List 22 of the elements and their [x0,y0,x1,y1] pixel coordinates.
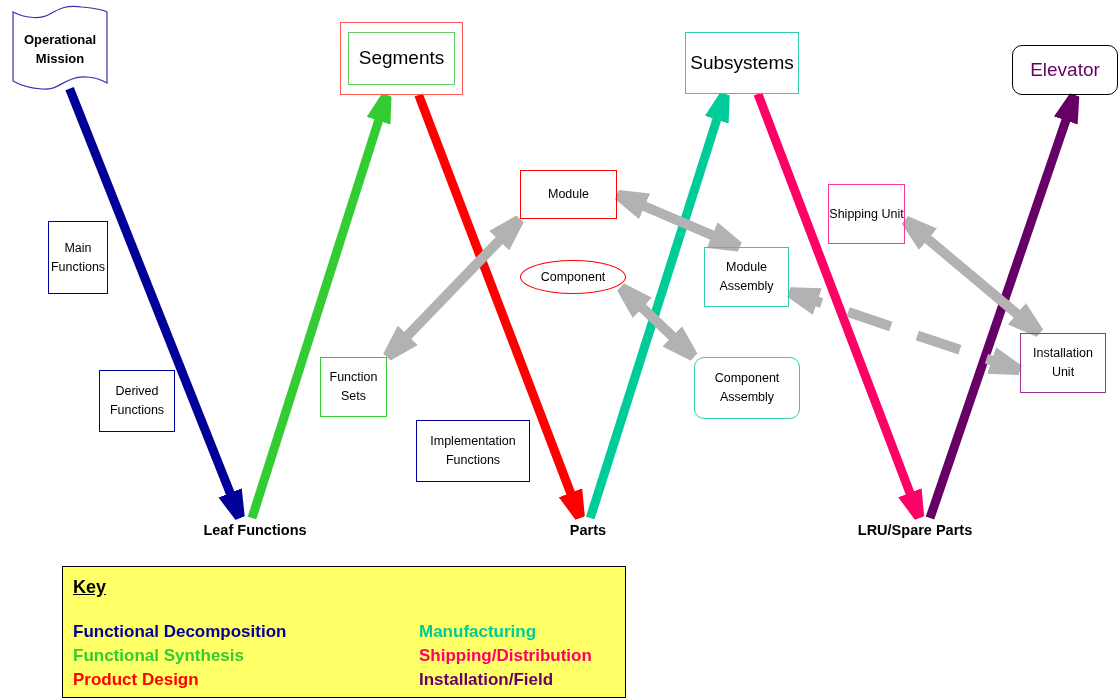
framed-box: Segments [340,22,463,95]
stage-label: Leaf Functions [190,518,320,542]
process-box: Subsystems [685,32,799,94]
stage-label: Parts [560,518,616,542]
process-box: Main Functions [48,221,108,294]
legend-entry: Functional Synthesis [73,646,244,666]
process-box: Module [520,170,617,219]
stage-label: LRU/Spare Parts [840,518,990,542]
legend-entry: Manufacturing [419,622,537,642]
rounded-box: Elevator [1012,45,1118,95]
legend-entry: Functional Decomposition [73,622,287,642]
rounded-box: Component Assembly [694,357,800,419]
legend-entry: Installation/Field [419,670,554,690]
legend-entry: Shipping/Distribution [419,646,592,666]
process-box: Derived Functions [99,370,175,432]
process-box: Shipping Unit [828,184,905,244]
legend-title: Key [73,577,107,598]
process-box: Function Sets [320,357,387,417]
process-box: Module Assembly [704,247,789,307]
legend-entry: Product Design [73,670,199,690]
process-box: Implementation Functions [416,420,530,482]
process-box: Installation Unit [1020,333,1106,393]
